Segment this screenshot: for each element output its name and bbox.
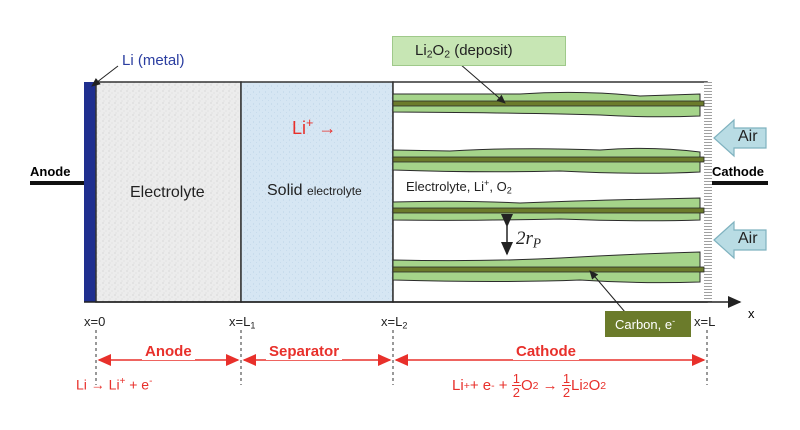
cathode-current-collector [704,82,712,302]
cathode-pores [392,91,705,284]
air-arrow-2 [713,220,767,260]
carbon-strand-2 [392,156,705,163]
anode-terminal-label: Anode [30,164,71,179]
pore-diameter-label: 2rP [516,228,542,251]
li2o2-deposit-label: Li2O2 (deposit) [392,36,566,66]
region-cathode-label: Cathode [513,343,579,360]
region-separator-label: Separator [266,343,343,360]
tick-xL2: x=L2 [381,314,408,331]
carbon-label: Carbon, e- [605,311,691,337]
tick-xL: x=L [694,314,716,329]
region-anode-label: Anode [142,343,195,360]
carbon-strand-3 [392,207,705,214]
air-arrow-1 [713,118,767,158]
electrolyte-region [95,81,242,303]
air-label-2: Air [738,230,758,247]
tick-xL1: x=L1 [229,314,256,331]
li-metal-callout [91,65,119,87]
carbon-callout [589,270,626,313]
cathode-electrolyte-label: Electrolyte, Li+, O2 [404,178,514,196]
solid-electrolyte-label: Solid electrolyte [267,182,362,199]
cathode-terminal-label: Cathode [712,164,764,179]
solid-electrolyte-region [240,81,394,303]
li-metal-strip [84,82,96,302]
li-metal-label: Li (metal) [122,52,185,69]
air-label-1: Air [738,128,758,145]
carbon-strand-1 [392,100,705,107]
electrolyte-label: Electrolyte [130,184,205,201]
deposit-callout [459,63,506,104]
tick-x0: x=0 [84,314,106,329]
anode-reaction: Li → Li+ + e- [76,376,153,393]
li-ion-flow-label: Li+ → [292,116,337,138]
x-axis-label: x [748,306,755,321]
carbon-strand-4 [392,266,705,273]
